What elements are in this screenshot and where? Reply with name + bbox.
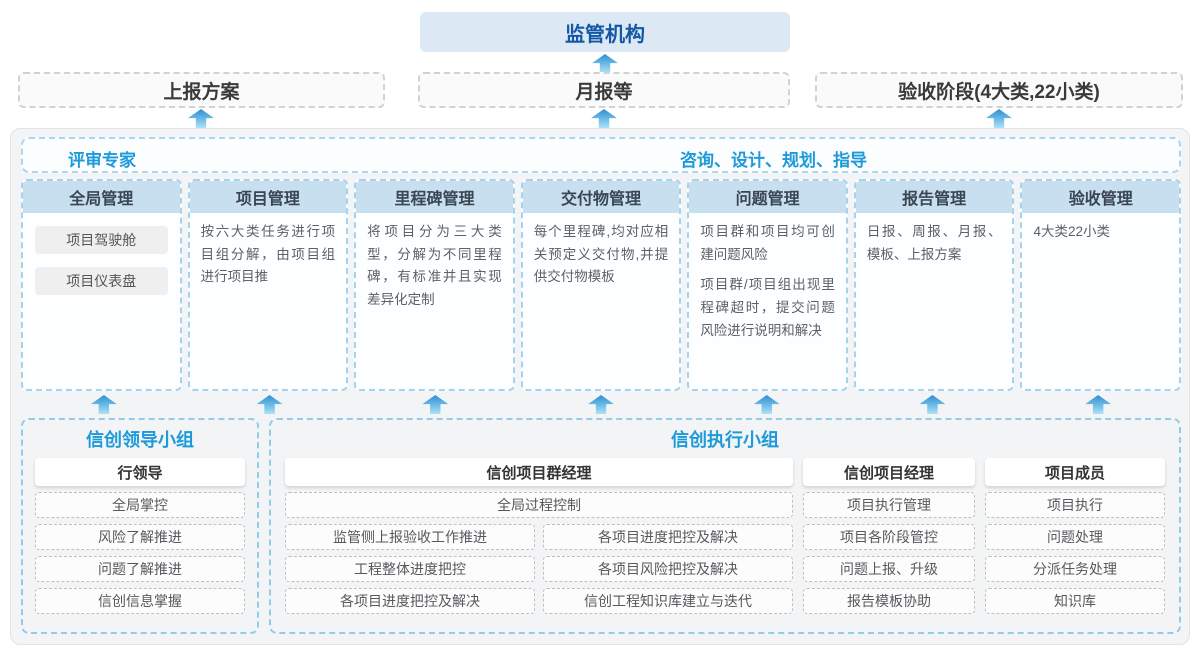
task-item: 监管侧上报验收工作推进: [285, 524, 535, 550]
role-project-member: 项目成员: [985, 458, 1165, 486]
task-item: 工程整体进度把控: [285, 556, 535, 582]
task-item: 知识库: [985, 588, 1165, 614]
task-item: 问题处理: [985, 524, 1165, 550]
leadership-group: 信创领导小组 行领导 全局掌控 风险了解推进 问题了解推进 信创信息掌握: [21, 418, 259, 634]
column-description: 按六大类任务进行项目组分解，由项目组进行项目推: [200, 224, 336, 285]
up-arrow-icon: [188, 109, 214, 128]
task-item: 各项目风险把控及解决: [543, 556, 793, 582]
execution-group: 信创执行小组 信创项目群经理 全局过程控制 监管侧上报验收工作推进 各项目进度把…: [269, 418, 1181, 634]
column-title: 里程碑管理: [356, 181, 513, 213]
task-item: 项目执行管理: [803, 492, 975, 518]
role-program-manager: 信创项目群经理: [285, 458, 793, 486]
column-description: 4大类22小类: [1033, 224, 1110, 239]
task-item: 信创工程知识库建立与迭代: [543, 588, 793, 614]
group-title: 信创执行小组: [671, 430, 779, 450]
project-manager-column: 信创项目经理 项目执行管理 项目各阶段管控 问题上报、升级 报告模板协助: [803, 458, 975, 614]
column-title: 项目管理: [189, 181, 347, 213]
up-arrow-icon: [90, 395, 117, 414]
role-bank-leaders: 行领导: [35, 458, 245, 486]
task-item: 信创信息掌握: [35, 588, 245, 614]
role-project-manager: 信创项目经理: [803, 458, 975, 486]
column-arrows-row: [21, 395, 1181, 414]
column-description: 将项目分为三大类型，分解为不同里程碑，有标准并且实现差异化定制: [367, 224, 502, 308]
up-arrow-icon: [592, 54, 618, 73]
up-arrow-icon: [1085, 395, 1112, 414]
column-title: 验收管理: [1022, 181, 1180, 213]
program-manager-column: 信创项目群经理 全局过程控制 监管侧上报验收工作推进 各项目进度把控及解决 工程…: [285, 458, 793, 614]
expert-strip: 评审专家 咨询、设计、规划、指导: [21, 137, 1181, 173]
up-arrow-icon: [753, 395, 780, 414]
column-issue-mgmt: 问题管理 项目群和项目均可创建问题风险 项目群/项目组出现里程碑超时，提交问题风…: [687, 179, 848, 391]
group-title: 信创领导小组: [86, 430, 194, 450]
up-arrow-icon: [256, 395, 283, 414]
management-columns: 全局管理 项目驾驶舱 项目仪表盘 项目管理 按六大类任务进行项目组分解，由项目组…: [21, 179, 1182, 391]
bottom-groups-row: 信创领导小组 行领导 全局掌控 风险了解推进 问题了解推进 信创信息掌握 信创执…: [21, 418, 1181, 634]
task-item: 项目各阶段管控: [803, 524, 975, 550]
column-description: 每个里程碑,均对应相关预定义交付物,并提供交付物模板: [533, 224, 669, 285]
task-item: 问题了解推进: [35, 556, 245, 582]
task-item: 报告模板协助: [803, 588, 975, 614]
up-arrow-icon: [986, 109, 1012, 128]
task-item: 全局过程控制: [285, 492, 793, 518]
chip-project-dashboard: 项目仪表盘: [35, 267, 168, 295]
acceptance-stage-box: 验收阶段(4大类,22小类): [815, 72, 1183, 108]
column-title: 报告管理: [855, 181, 1013, 213]
task-item: 问题上报、升级: [803, 556, 975, 582]
task-item: 风险了解推进: [35, 524, 245, 550]
column-title: 交付物管理: [522, 181, 680, 213]
column-description: 项目群/项目组出现里程碑超时，提交问题风险进行说明和解决: [700, 277, 835, 338]
column-title: 全局管理: [23, 181, 180, 213]
monthly-report-box: 月报等: [418, 72, 790, 108]
up-arrow-icon: [422, 395, 449, 414]
column-deliverable-mgmt: 交付物管理 每个里程碑,均对应相关预定义交付物,并提供交付物模板: [520, 179, 682, 391]
column-acceptance-mgmt: 验收管理 4大类22小类: [1020, 179, 1182, 391]
up-arrow-icon: [919, 395, 946, 414]
column-description: 项目群和项目均可创建问题风险: [700, 224, 835, 262]
column-milestone-mgmt: 里程碑管理 将项目分为三大类型，分解为不同里程碑，有标准并且实现差异化定制: [354, 179, 515, 391]
task-item: 各项目进度把控及解决: [543, 524, 793, 550]
chip-project-cockpit: 项目驾驶舱: [35, 226, 168, 254]
up-arrow-icon: [588, 395, 615, 414]
column-report-mgmt: 报告管理 日报、周报、月报、模板、上报方案: [853, 179, 1015, 391]
consulting-label: 咨询、设计、规划、指导: [680, 151, 867, 170]
review-expert-label: 评审专家: [68, 151, 136, 170]
column-global-mgmt: 全局管理 项目驾驶舱 项目仪表盘: [21, 179, 182, 391]
task-item: 全局掌控: [35, 492, 245, 518]
management-panel: 评审专家 咨询、设计、规划、指导 全局管理 项目驾驶舱 项目仪表盘 项目管理 按…: [10, 128, 1190, 645]
task-item: 各项目进度把控及解决: [285, 588, 535, 614]
task-item: 分派任务处理: [985, 556, 1165, 582]
column-description: 日报、周报、月报、模板、上报方案: [866, 224, 1002, 262]
project-member-column: 项目成员 项目执行 问题处理 分派任务处理 知识库: [985, 458, 1165, 614]
task-item: 项目执行: [985, 492, 1165, 518]
column-project-mgmt: 项目管理 按六大类任务进行项目组分解，由项目组进行项目推: [187, 179, 349, 391]
report-plan-box: 上报方案: [18, 72, 385, 108]
regulator-box: 监管机构: [420, 12, 790, 52]
up-arrow-icon: [591, 109, 617, 128]
column-title: 问题管理: [689, 181, 846, 213]
